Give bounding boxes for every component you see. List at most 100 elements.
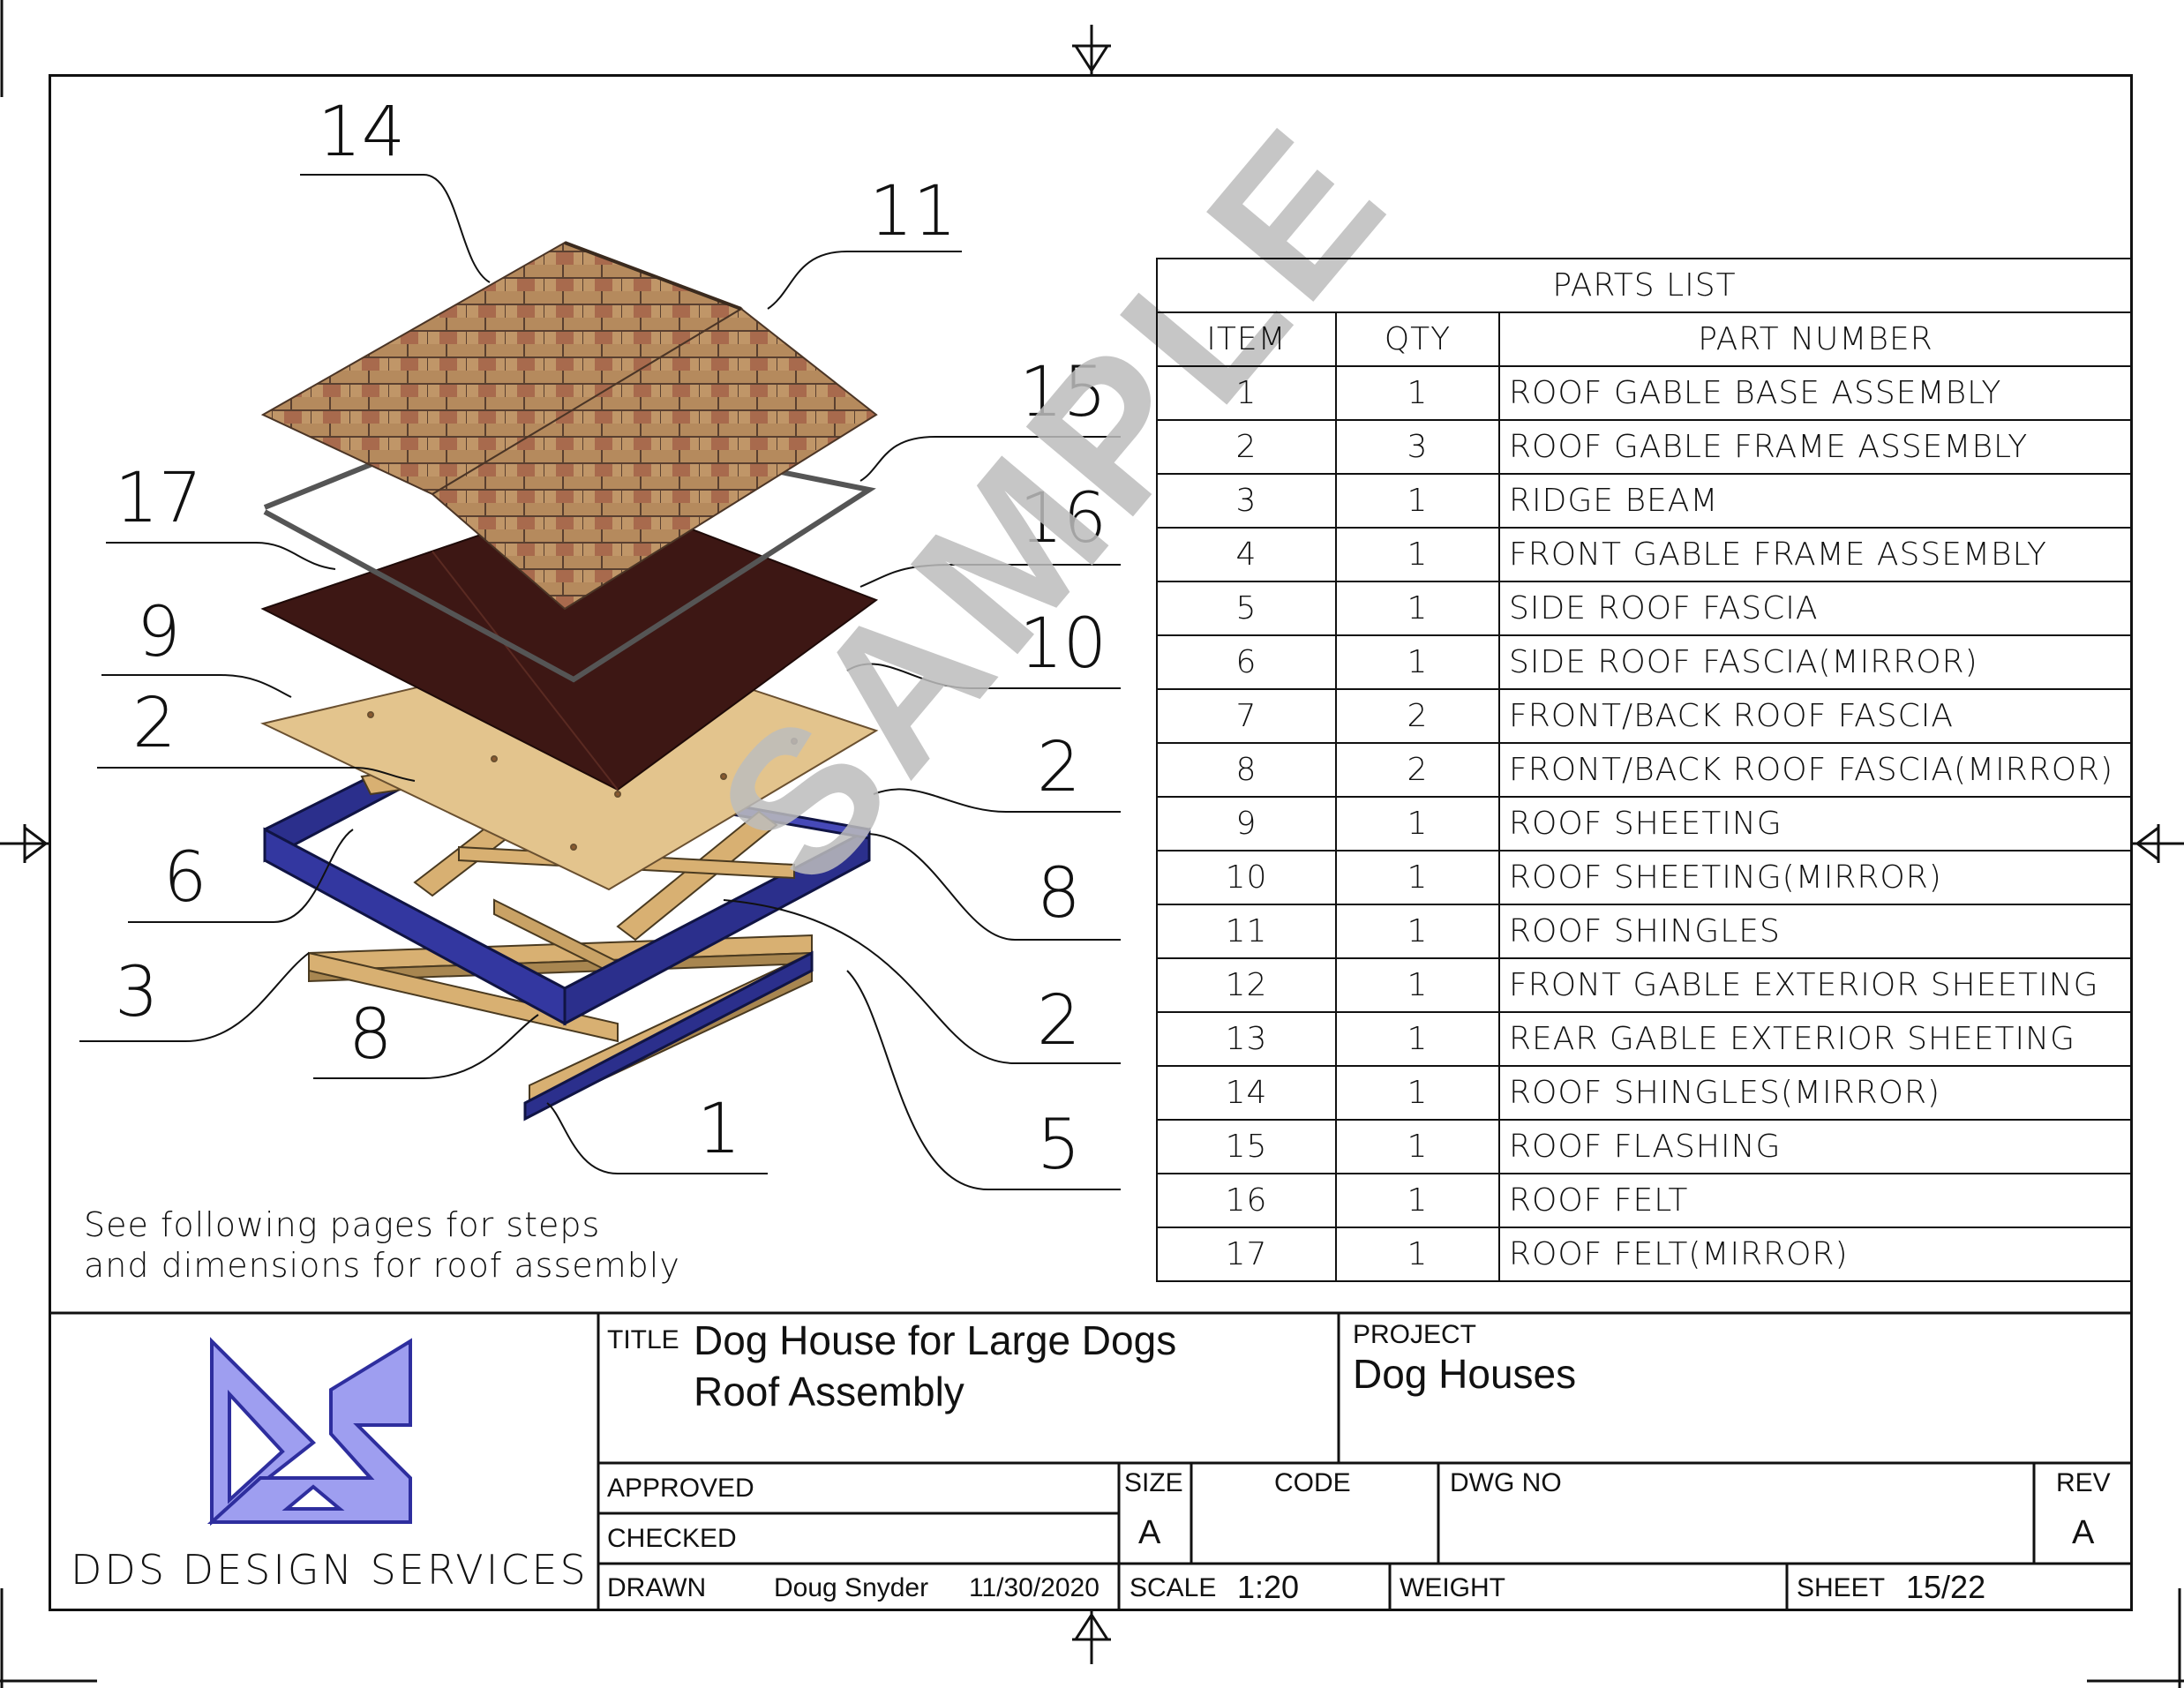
- parts-item-cell: 16: [1156, 1173, 1337, 1228]
- dwg-no-label: DWG NO: [1450, 1468, 1562, 1497]
- parts-qty-cell: 1: [1335, 527, 1500, 582]
- callout-14: 14: [318, 93, 406, 172]
- parts-item-cell: 15: [1156, 1119, 1337, 1174]
- parts-part-number-cell: ROOF SHINGLES: [1498, 904, 2133, 959]
- callout-17: 17: [115, 459, 203, 538]
- title-label: TITLE: [607, 1325, 679, 1354]
- parts-part-number-cell: RIDGE BEAM: [1498, 473, 2133, 529]
- parts-item-cell: 12: [1156, 957, 1337, 1013]
- project-name: Dog Houses: [1353, 1351, 1577, 1397]
- parts-qty-cell: 1: [1335, 473, 1500, 529]
- scale-label: SCALE: [1130, 1573, 1217, 1602]
- rev-value: A: [2072, 1514, 2095, 1551]
- checked-label: CHECKED: [607, 1524, 737, 1553]
- parts-qty-cell: 2: [1335, 688, 1500, 744]
- parts-part-number-cell: REAR GABLE EXTERIOR SHEETING: [1498, 1011, 2133, 1067]
- callout-2-right: 2: [1037, 728, 1081, 807]
- note-line-2: and dimensions for roof assembly: [84, 1246, 680, 1285]
- parts-qty-cell: 1: [1335, 634, 1500, 690]
- parts-item-cell: 6: [1156, 634, 1337, 690]
- parts-part-number-cell: ROOF SHINGLES(MIRROR): [1498, 1065, 2133, 1121]
- parts-qty-cell: 1: [1335, 850, 1500, 905]
- parts-item-cell: 14: [1156, 1065, 1337, 1121]
- project-label: PROJECT: [1353, 1320, 1477, 1349]
- column-header-item: ITEM: [1156, 311, 1337, 367]
- parts-item-cell: 13: [1156, 1011, 1337, 1067]
- parts-part-number-cell: ROOF SHEETING(MIRROR): [1498, 850, 2133, 905]
- sheet-label: SHEET: [1797, 1573, 1886, 1602]
- size-label: SIZE: [1124, 1468, 1183, 1497]
- approved-label: APPROVED: [607, 1474, 754, 1503]
- parts-part-number-cell: ROOF GABLE BASE ASSEMBLY: [1498, 365, 2133, 421]
- parts-item-cell: 5: [1156, 581, 1337, 636]
- callout-16: 16: [1019, 479, 1107, 559]
- drawing-title-line-2: Roof Assembly: [694, 1369, 964, 1414]
- center-mark-top: [1072, 25, 1111, 74]
- parts-item-cell: 10: [1156, 850, 1337, 905]
- dds-logo: [207, 1337, 412, 1527]
- parts-part-number-cell: FRONT/BACK ROOF FASCIA: [1498, 688, 2133, 744]
- parts-part-number-cell: ROOF FELT: [1498, 1173, 2133, 1228]
- parts-list-title: PARTS LIST: [1156, 258, 2133, 313]
- callout-9: 9: [137, 593, 181, 672]
- note-line-1: See following pages for steps: [84, 1205, 601, 1244]
- parts-item-cell: 8: [1156, 742, 1337, 798]
- drawn-by: Doug Snyder: [774, 1573, 929, 1602]
- parts-item-cell: 4: [1156, 527, 1337, 582]
- center-mark-right: [2133, 824, 2184, 863]
- parts-qty-cell: 1: [1335, 796, 1500, 852]
- callout-11: 11: [869, 172, 957, 251]
- parts-item-cell: 1: [1156, 365, 1337, 421]
- callout-8-right: 8: [1037, 854, 1081, 934]
- column-header-part-number: PART NUMBER: [1498, 311, 2133, 367]
- callout-15: 15: [1019, 353, 1107, 432]
- callout-10: 10: [1019, 604, 1107, 684]
- parts-qty-cell: 1: [1335, 1011, 1500, 1067]
- size-value: A: [1138, 1514, 1161, 1551]
- parts-part-number-cell: SIDE ROOF FASCIA(MIRROR): [1498, 634, 2133, 690]
- callout-2-left: 2: [132, 684, 176, 763]
- callout-1: 1: [697, 1090, 741, 1169]
- parts-part-number-cell: ROOF FLASHING: [1498, 1119, 2133, 1174]
- code-label: CODE: [1274, 1468, 1351, 1497]
- parts-qty-cell: 1: [1335, 365, 1500, 421]
- parts-item-cell: 2: [1156, 419, 1337, 475]
- parts-item-cell: 9: [1156, 796, 1337, 852]
- parts-item-cell: 17: [1156, 1227, 1337, 1282]
- parts-qty-cell: 1: [1335, 957, 1500, 1013]
- parts-part-number-cell: ROOF GABLE FRAME ASSEMBLY: [1498, 419, 2133, 475]
- parts-item-cell: 11: [1156, 904, 1337, 959]
- parts-qty-cell: 1: [1335, 1065, 1500, 1121]
- parts-qty-cell: 3: [1335, 419, 1500, 475]
- parts-qty-cell: 1: [1335, 1173, 1500, 1228]
- parts-qty-cell: 2: [1335, 742, 1500, 798]
- parts-part-number-cell: FRONT GABLE FRAME ASSEMBLY: [1498, 527, 2133, 582]
- parts-qty-cell: 1: [1335, 904, 1500, 959]
- center-mark-left: [0, 824, 49, 863]
- parts-item-cell: 7: [1156, 688, 1337, 744]
- callout-6: 6: [163, 838, 207, 918]
- drawn-date: 11/30/2020: [969, 1573, 1100, 1602]
- rev-label: REV: [2056, 1468, 2111, 1497]
- parts-part-number-cell: FRONT GABLE EXTERIOR SHEETING: [1498, 957, 2133, 1013]
- assembly-note: See following pages for steps and dimens…: [84, 1204, 680, 1286]
